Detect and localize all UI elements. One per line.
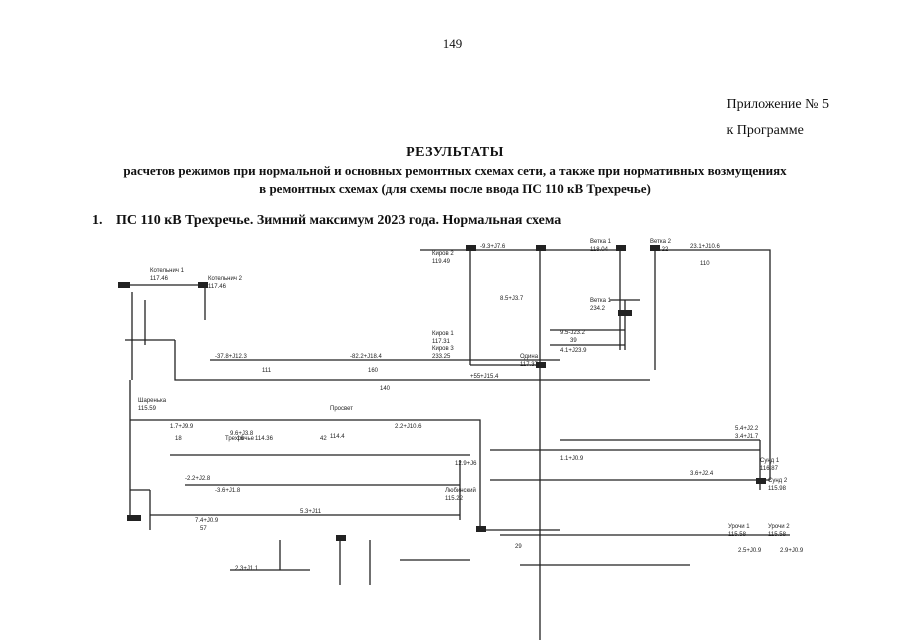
page-number: 149	[442, 36, 463, 51]
bus-lyubino	[127, 515, 141, 521]
line-label-39: 39	[570, 338, 577, 344]
value-vetka-3: 234.2	[590, 306, 606, 312]
bus-vetka-1	[616, 245, 626, 251]
bus-chudnoe	[336, 535, 346, 541]
label-kotelnich-2: Котельнич 2	[208, 276, 243, 282]
flow-7: 12.9+J6	[455, 461, 477, 467]
flow-22: 2.9+J0.9	[780, 548, 804, 554]
bus-priozernaya	[536, 245, 546, 251]
title-line-3: в ремонтных схемах (для схемы после ввод…	[259, 181, 651, 196]
bus-vetka-3	[618, 310, 632, 316]
label-shvedino: Шаренька	[138, 398, 167, 404]
flow-20: 3.4+J1.7	[735, 434, 759, 440]
line-label-160: 160	[368, 368, 379, 374]
network-diagram: Котельнич 1 117.46 Котельнич 2 117.46 Ки…	[118, 239, 804, 640]
line-label-29: 29	[515, 544, 522, 550]
flow-0: -37.8+J12.3	[215, 354, 248, 360]
diagram-buses	[118, 245, 766, 541]
label-trekhreche: Трехречье	[225, 436, 255, 442]
value-sun-2: 115.98	[768, 486, 787, 492]
appendix-line-1: Приложение № 5	[726, 97, 830, 112]
value-lyubinsky: 115.22	[445, 496, 464, 502]
value-kotelnich-1: 117.46	[150, 276, 169, 282]
label-kirov-3: Киров 3	[432, 346, 454, 352]
value-kirov-3: 233.25	[432, 354, 451, 360]
value-vetka-1: 118.04	[590, 247, 609, 253]
label-lyubinsky: Любинский	[445, 487, 476, 494]
line-label-16: 16	[237, 436, 244, 442]
label-odina: Одина	[520, 354, 539, 360]
line-label-140: 140	[380, 386, 391, 392]
bus-kotelnich-1	[118, 282, 130, 288]
section-number: 1.	[92, 213, 103, 228]
flow-16: 8.5+J3.7	[500, 296, 524, 302]
bus-kirov-2	[466, 245, 476, 251]
value-odina: 117.37	[520, 362, 539, 368]
line-label-111: 111	[262, 368, 272, 374]
value-kirov-1: 117.31	[432, 339, 451, 345]
flow-1: -82.2+J18.4	[350, 354, 383, 360]
label-vetka-2: Ветка 2	[650, 239, 672, 245]
section-heading: 1. ПС 110 кВ Трехречье. Зимний максимум 2…	[92, 213, 561, 229]
title-main: РЕЗУЛЬТАТЫ	[406, 145, 504, 160]
line-label-18: 18	[175, 436, 182, 442]
flow-5: -2.2+J2.8	[185, 476, 211, 482]
document-title: РЕЗУЛЬТАТЫ расчетов режимов при нормальн…	[30, 145, 880, 197]
flow-19: 5.4+J2.2	[735, 426, 759, 432]
bus-odina	[536, 362, 546, 368]
diagram-wires	[120, 249, 790, 640]
value-kirov-2: 119.49	[432, 259, 451, 265]
title-line-2: расчетов режимов при нормальной и основн…	[123, 163, 787, 178]
label-kirov-1: Киров 1	[432, 331, 454, 337]
flow-3: 1.7+J9.9	[170, 424, 194, 430]
label-kirov-2: Киров 2	[432, 251, 454, 257]
flow-6: 7.4+J0.9	[195, 518, 219, 524]
diagram-labels: Котельнич 1 117.46 Котельнич 2 117.46 Ки…	[138, 239, 804, 572]
value-prostovo: 114.4	[330, 434, 345, 440]
value-sun-1: 116.87	[760, 466, 779, 472]
flow-17: 9.5-J23.2	[560, 330, 586, 336]
section-text: ПС 110 кВ Трехречье. Зимний максимум 202…	[116, 213, 562, 228]
flow-11: 2.3+J1.1	[235, 566, 259, 572]
bus-sun	[756, 478, 766, 484]
label-sun-1: Сунд 1	[760, 458, 780, 464]
bus-vetka-2	[650, 245, 660, 251]
flow-2: +55+J15.4	[470, 374, 499, 380]
flow-8: 2.2+J10.6	[395, 424, 422, 430]
appendix-label: Приложение № 5 к Программе	[727, 92, 830, 144]
value-urochi-2: 115.58	[768, 532, 787, 538]
flow-14: 23.1+J10.6	[690, 244, 721, 250]
flow-18: 4.1+J23.9	[560, 348, 587, 354]
label-vetka-3: Ветка 1	[590, 298, 612, 304]
value-kotelnich-2: 117.46	[208, 284, 227, 290]
line-label-110: 110	[700, 261, 710, 267]
value-shvedino: 115.59	[138, 406, 157, 412]
flow-9: 5.3+J11	[300, 509, 322, 515]
bus-lyubinsky	[476, 526, 486, 532]
bus-kotelnich-2	[198, 282, 208, 288]
flow-21: 2.5+J0.9	[738, 548, 762, 554]
label-vetka-1: Ветка 1	[590, 239, 612, 245]
label-kotelnich-1: Котельнич 1	[150, 268, 185, 274]
label-prostovo: Просвет	[330, 406, 353, 412]
label-sun-2: Сунд 2	[768, 478, 788, 484]
flow-15: -9.3+J7.6	[480, 244, 506, 250]
value-vetka-2: 234.22	[650, 247, 669, 253]
value-urochi-1: 115.58	[728, 532, 747, 538]
value-trekhreche: 114.36	[255, 436, 274, 442]
flow-4: 9.6+J3.8	[230, 431, 254, 437]
label-urochi-1: Урочи 1	[728, 524, 750, 530]
appendix-line-2: к Программе	[726, 123, 804, 138]
line-label-57: 57	[200, 526, 207, 532]
label-urochi-2: Урочи 2	[768, 524, 790, 530]
flow-13: 3.6+J2.4	[690, 471, 714, 477]
flow-12: 1.1+J0.9	[560, 456, 584, 462]
flow-10: -3.6+J1.8	[215, 488, 241, 494]
line-label-42: 42	[320, 436, 327, 442]
